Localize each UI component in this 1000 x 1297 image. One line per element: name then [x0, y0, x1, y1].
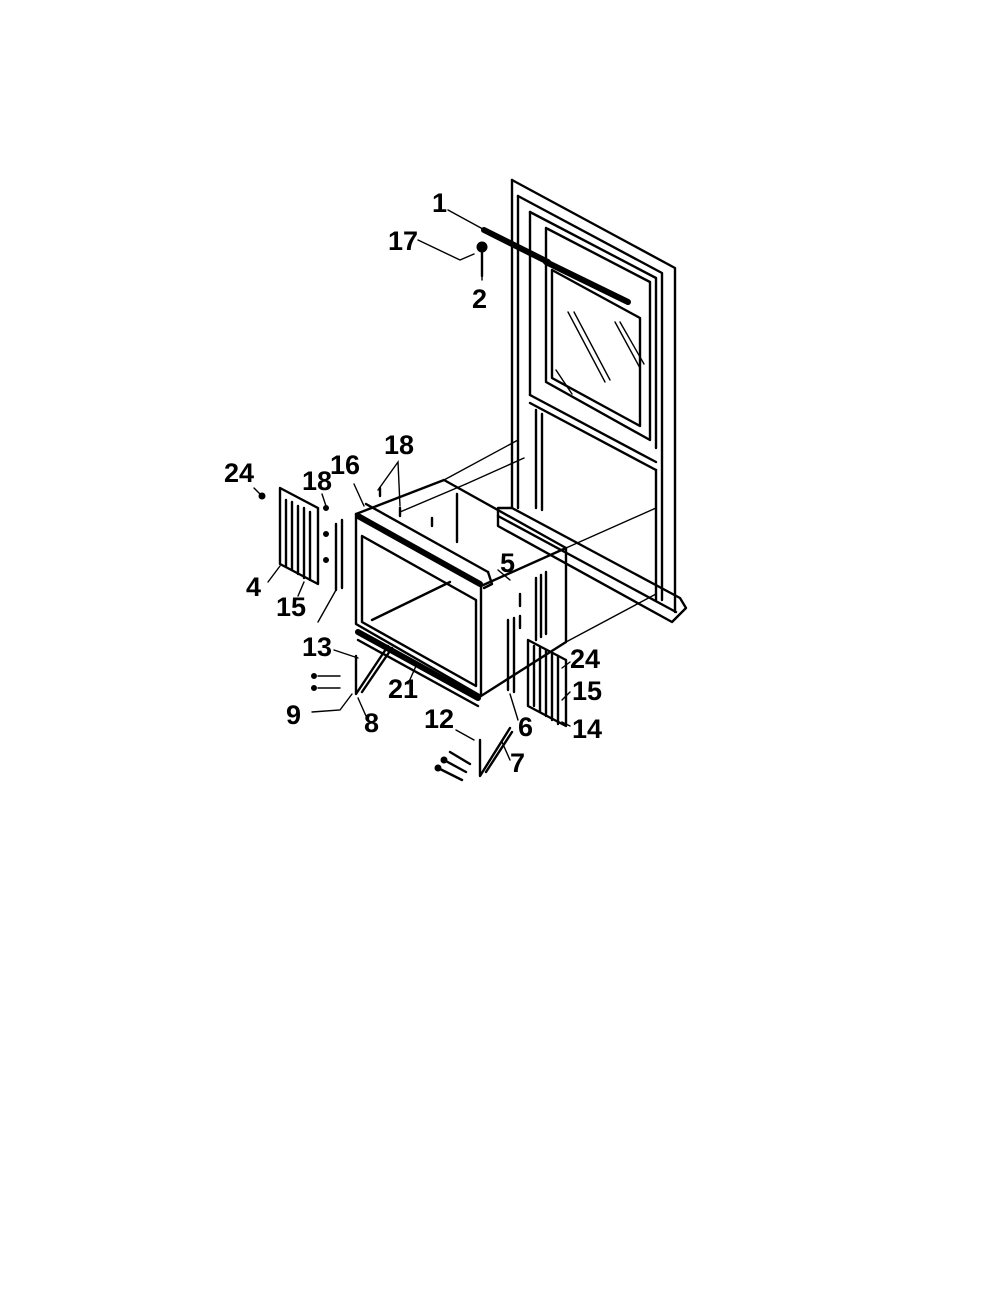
callout-15-left: 15: [276, 592, 306, 622]
left-bracket: [311, 644, 394, 696]
cabinet-sleeve: [354, 478, 657, 708]
callout-18-left: 18: [302, 466, 332, 496]
leader-lines: [253, 209, 571, 761]
callout-9: 9: [286, 700, 301, 730]
left-side-curtain: [258, 486, 344, 592]
callout-17: 17: [388, 226, 418, 256]
callout-15-right: 15: [572, 676, 602, 706]
callout-6: 6: [518, 712, 533, 742]
callout-16: 16: [330, 450, 360, 480]
callout-2: 2: [472, 284, 487, 314]
callout-4: 4: [246, 572, 261, 602]
projection-lines: [399, 439, 525, 513]
screws-18-top: [378, 486, 459, 544]
callout-7: 7: [510, 748, 525, 778]
callout-12: 12: [424, 704, 454, 734]
callout-13: 13: [302, 632, 332, 662]
callout-24-right: 24: [570, 644, 600, 674]
callout-24-left: 24: [224, 458, 254, 488]
callout-5: 5: [500, 548, 515, 578]
callout-18-top: 18: [384, 430, 414, 460]
callout-labels: 1 17 2 18 16 24 18 4 15 5 13 9 8 21 12 6…: [224, 188, 602, 778]
right-bracket: [434, 726, 514, 782]
window-frame: [496, 178, 688, 624]
top-channel-part: [481, 227, 631, 305]
callout-21: 21: [388, 674, 418, 704]
callout-1: 1: [432, 188, 447, 218]
callout-14: 14: [572, 714, 602, 744]
right-side-curtain: [506, 592, 568, 728]
callout-8: 8: [364, 708, 379, 738]
